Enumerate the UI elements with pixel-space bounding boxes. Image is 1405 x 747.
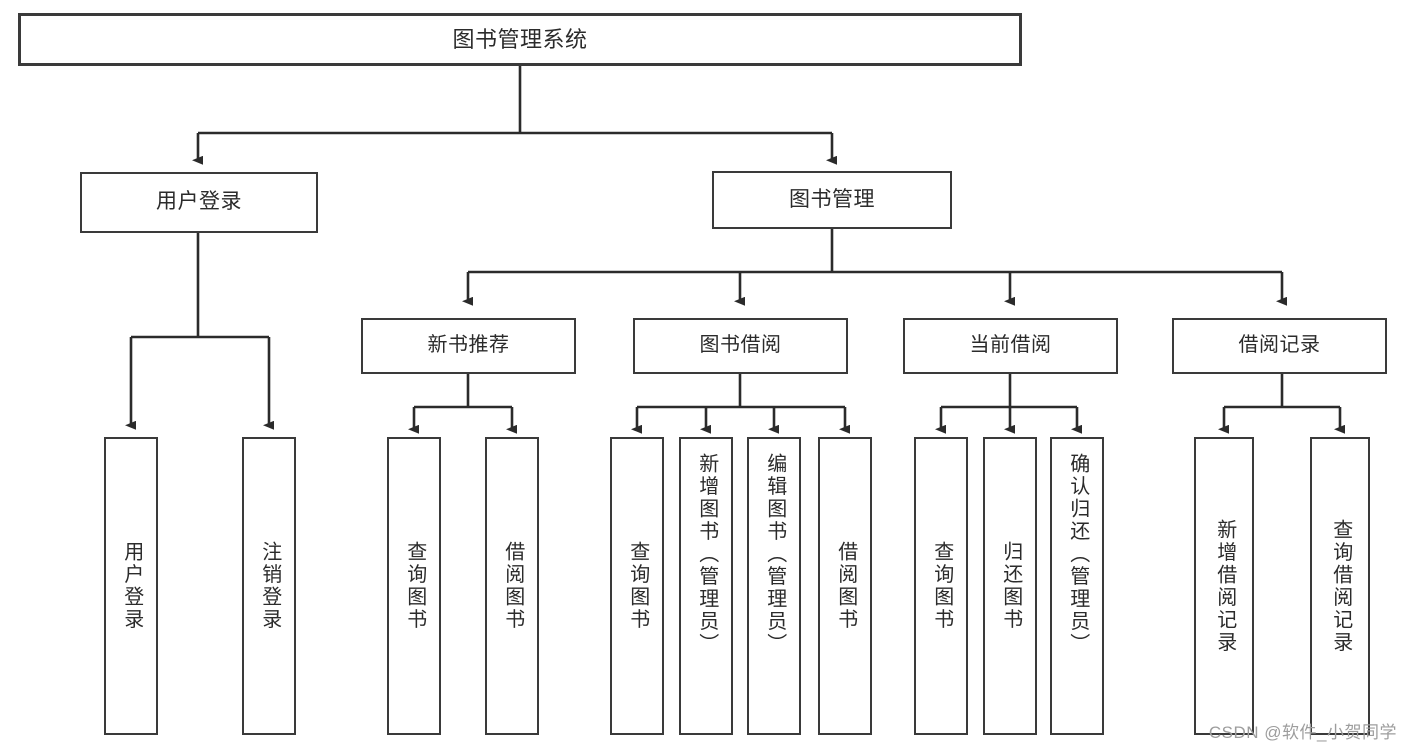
leaf-borrow-book-recommend-label: 借阅图书 (501, 541, 524, 631)
node-root[interactable]: 图书管理系统 (18, 13, 1022, 66)
leaf-borrow-book-recommend[interactable]: 借阅图书 (485, 437, 539, 735)
node-book-borrow[interactable]: 图书借阅 (633, 318, 848, 374)
leaf-logout[interactable]: 注销登录 (242, 437, 296, 735)
leaf-query-book-borrow[interactable]: 查询图书 (610, 437, 664, 735)
leaf-return-book[interactable]: 归还图书 (983, 437, 1037, 735)
leaf-user-login[interactable]: 用户登录 (104, 437, 158, 735)
leaf-query-book-current[interactable]: 查询图书 (914, 437, 968, 735)
leaf-query-book-borrow-label: 查询图书 (626, 541, 649, 631)
leaf-add-borrow-record-label: 新增借阅记录 (1213, 518, 1236, 654)
leaf-query-book-recommend-label: 查询图书 (403, 541, 426, 631)
leaf-return-book-label: 归还图书 (999, 541, 1022, 631)
node-book-management[interactable]: 图书管理 (712, 171, 952, 229)
leaf-add-book-admin[interactable]: 新增图书（管理员） (679, 437, 733, 735)
node-current-borrow-label: 当前借阅 (969, 334, 1052, 357)
node-current-borrow[interactable]: 当前借阅 (903, 318, 1118, 374)
node-borrow-record[interactable]: 借阅记录 (1172, 318, 1387, 374)
leaf-edit-book-admin-label: 编辑图书（管理员） (763, 453, 786, 656)
node-user-login-label: 用户登录 (156, 190, 242, 214)
leaf-add-borrow-record[interactable]: 新增借阅记录 (1194, 437, 1254, 735)
leaf-borrow-book-label: 借阅图书 (834, 541, 857, 631)
leaf-user-login-label: 用户登录 (120, 541, 143, 631)
node-root-label: 图书管理系统 (452, 26, 588, 52)
leaf-logout-label: 注销登录 (258, 541, 281, 631)
leaf-edit-book-admin[interactable]: 编辑图书（管理员） (747, 437, 801, 735)
leaf-confirm-return-admin[interactable]: 确认归还（管理员） (1050, 437, 1104, 735)
node-user-login[interactable]: 用户登录 (80, 172, 318, 233)
leaf-query-book-current-label: 查询图书 (930, 541, 953, 631)
node-book-management-label: 图书管理 (789, 187, 875, 211)
leaf-query-borrow-record[interactable]: 查询借阅记录 (1310, 437, 1370, 735)
leaf-query-book-recommend[interactable]: 查询图书 (387, 437, 441, 735)
leaf-confirm-return-admin-label: 确认归还（管理员） (1066, 453, 1089, 656)
leaf-query-borrow-record-label: 查询借阅记录 (1329, 518, 1352, 654)
leaf-add-book-admin-label: 新增图书（管理员） (695, 453, 718, 656)
leaf-borrow-book[interactable]: 借阅图书 (818, 437, 872, 735)
node-book-borrow-label: 图书借阅 (699, 334, 782, 357)
node-new-book-recommend[interactable]: 新书推荐 (361, 318, 576, 374)
node-new-book-recommend-label: 新书推荐 (427, 334, 510, 357)
node-borrow-record-label: 借阅记录 (1238, 334, 1321, 357)
